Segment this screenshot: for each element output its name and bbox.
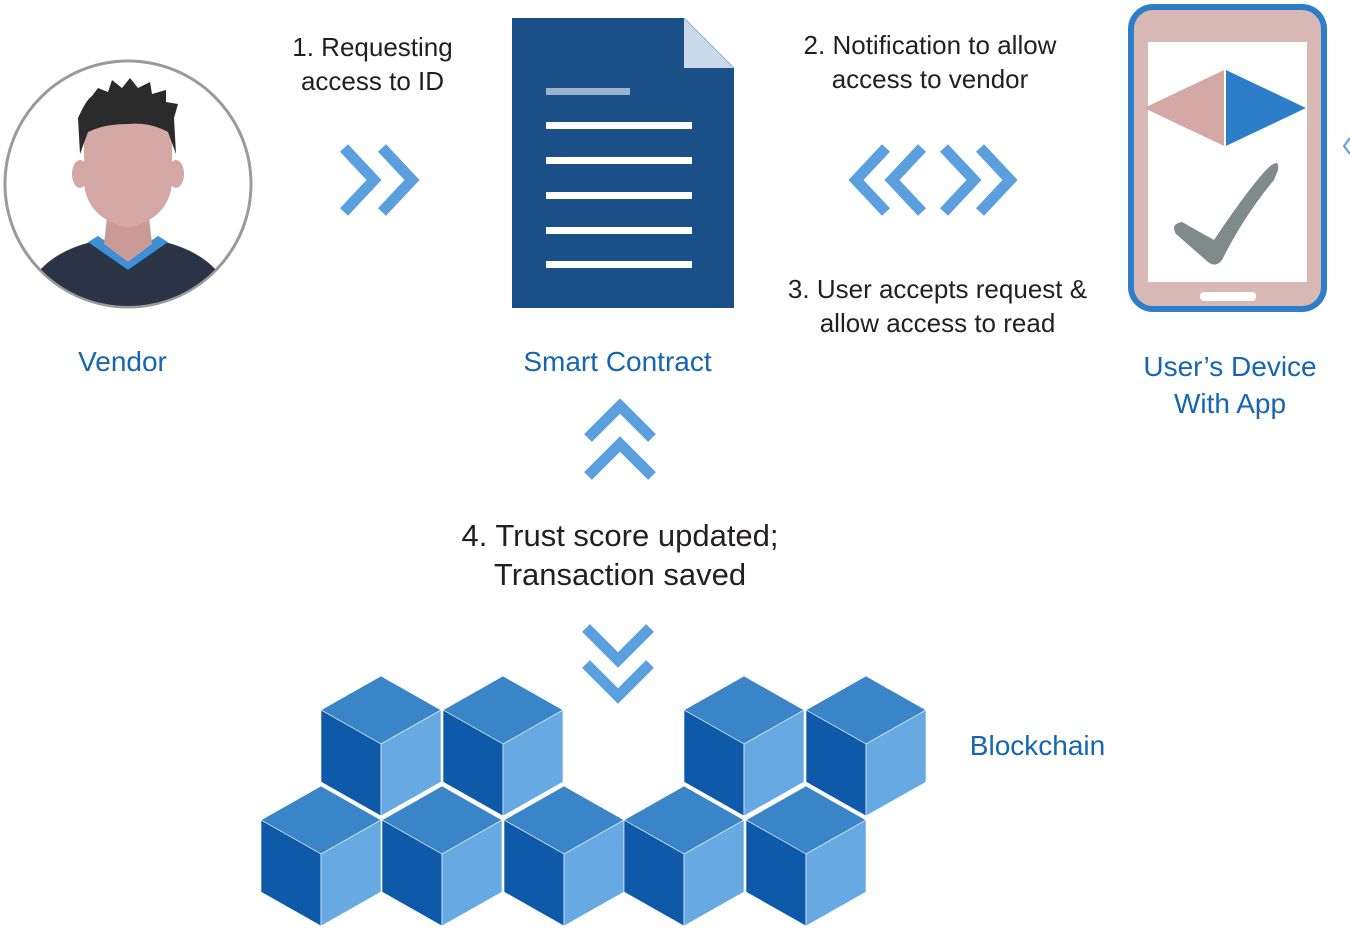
blockchain-cubes-icon xyxy=(260,675,927,927)
edge-mark-icon xyxy=(1342,137,1350,155)
cube-icon xyxy=(442,675,564,817)
play-icon xyxy=(1226,70,1306,146)
document-icon xyxy=(512,17,735,308)
cube-icon xyxy=(623,785,745,927)
chevron-down-icon xyxy=(582,624,654,704)
vendor-label: Vendor xyxy=(78,346,167,377)
chevron-right-icon xyxy=(939,144,1018,216)
smart-contract-label: Smart Contract xyxy=(523,346,712,377)
step1-text: 1. Requesting access to ID xyxy=(292,32,453,96)
cube-icon xyxy=(381,785,503,927)
cube-icon xyxy=(805,675,927,817)
cube-icon xyxy=(503,785,625,927)
cube-icon xyxy=(745,785,867,927)
chevron-left-icon xyxy=(848,144,927,216)
chevron-up-icon xyxy=(584,398,656,480)
step4-text: 4. Trust score updated; Transaction save… xyxy=(461,518,779,592)
cube-icon xyxy=(683,675,805,817)
step2-text: 2. Notification to allow access to vendo… xyxy=(803,30,1057,94)
chevron-right-icon xyxy=(339,144,420,216)
cube-icon xyxy=(260,785,382,927)
vendor-avatar-icon xyxy=(3,59,253,309)
cube-icon xyxy=(320,675,442,817)
step3-text: 3. User accepts request & allow access t… xyxy=(787,274,1088,338)
back-triangle-icon xyxy=(1144,70,1224,146)
blockchain-label: Blockchain xyxy=(969,730,1106,761)
check-icon xyxy=(1174,163,1279,265)
device-label: User’s Device With App xyxy=(1143,351,1317,419)
phone-icon xyxy=(1128,4,1327,312)
